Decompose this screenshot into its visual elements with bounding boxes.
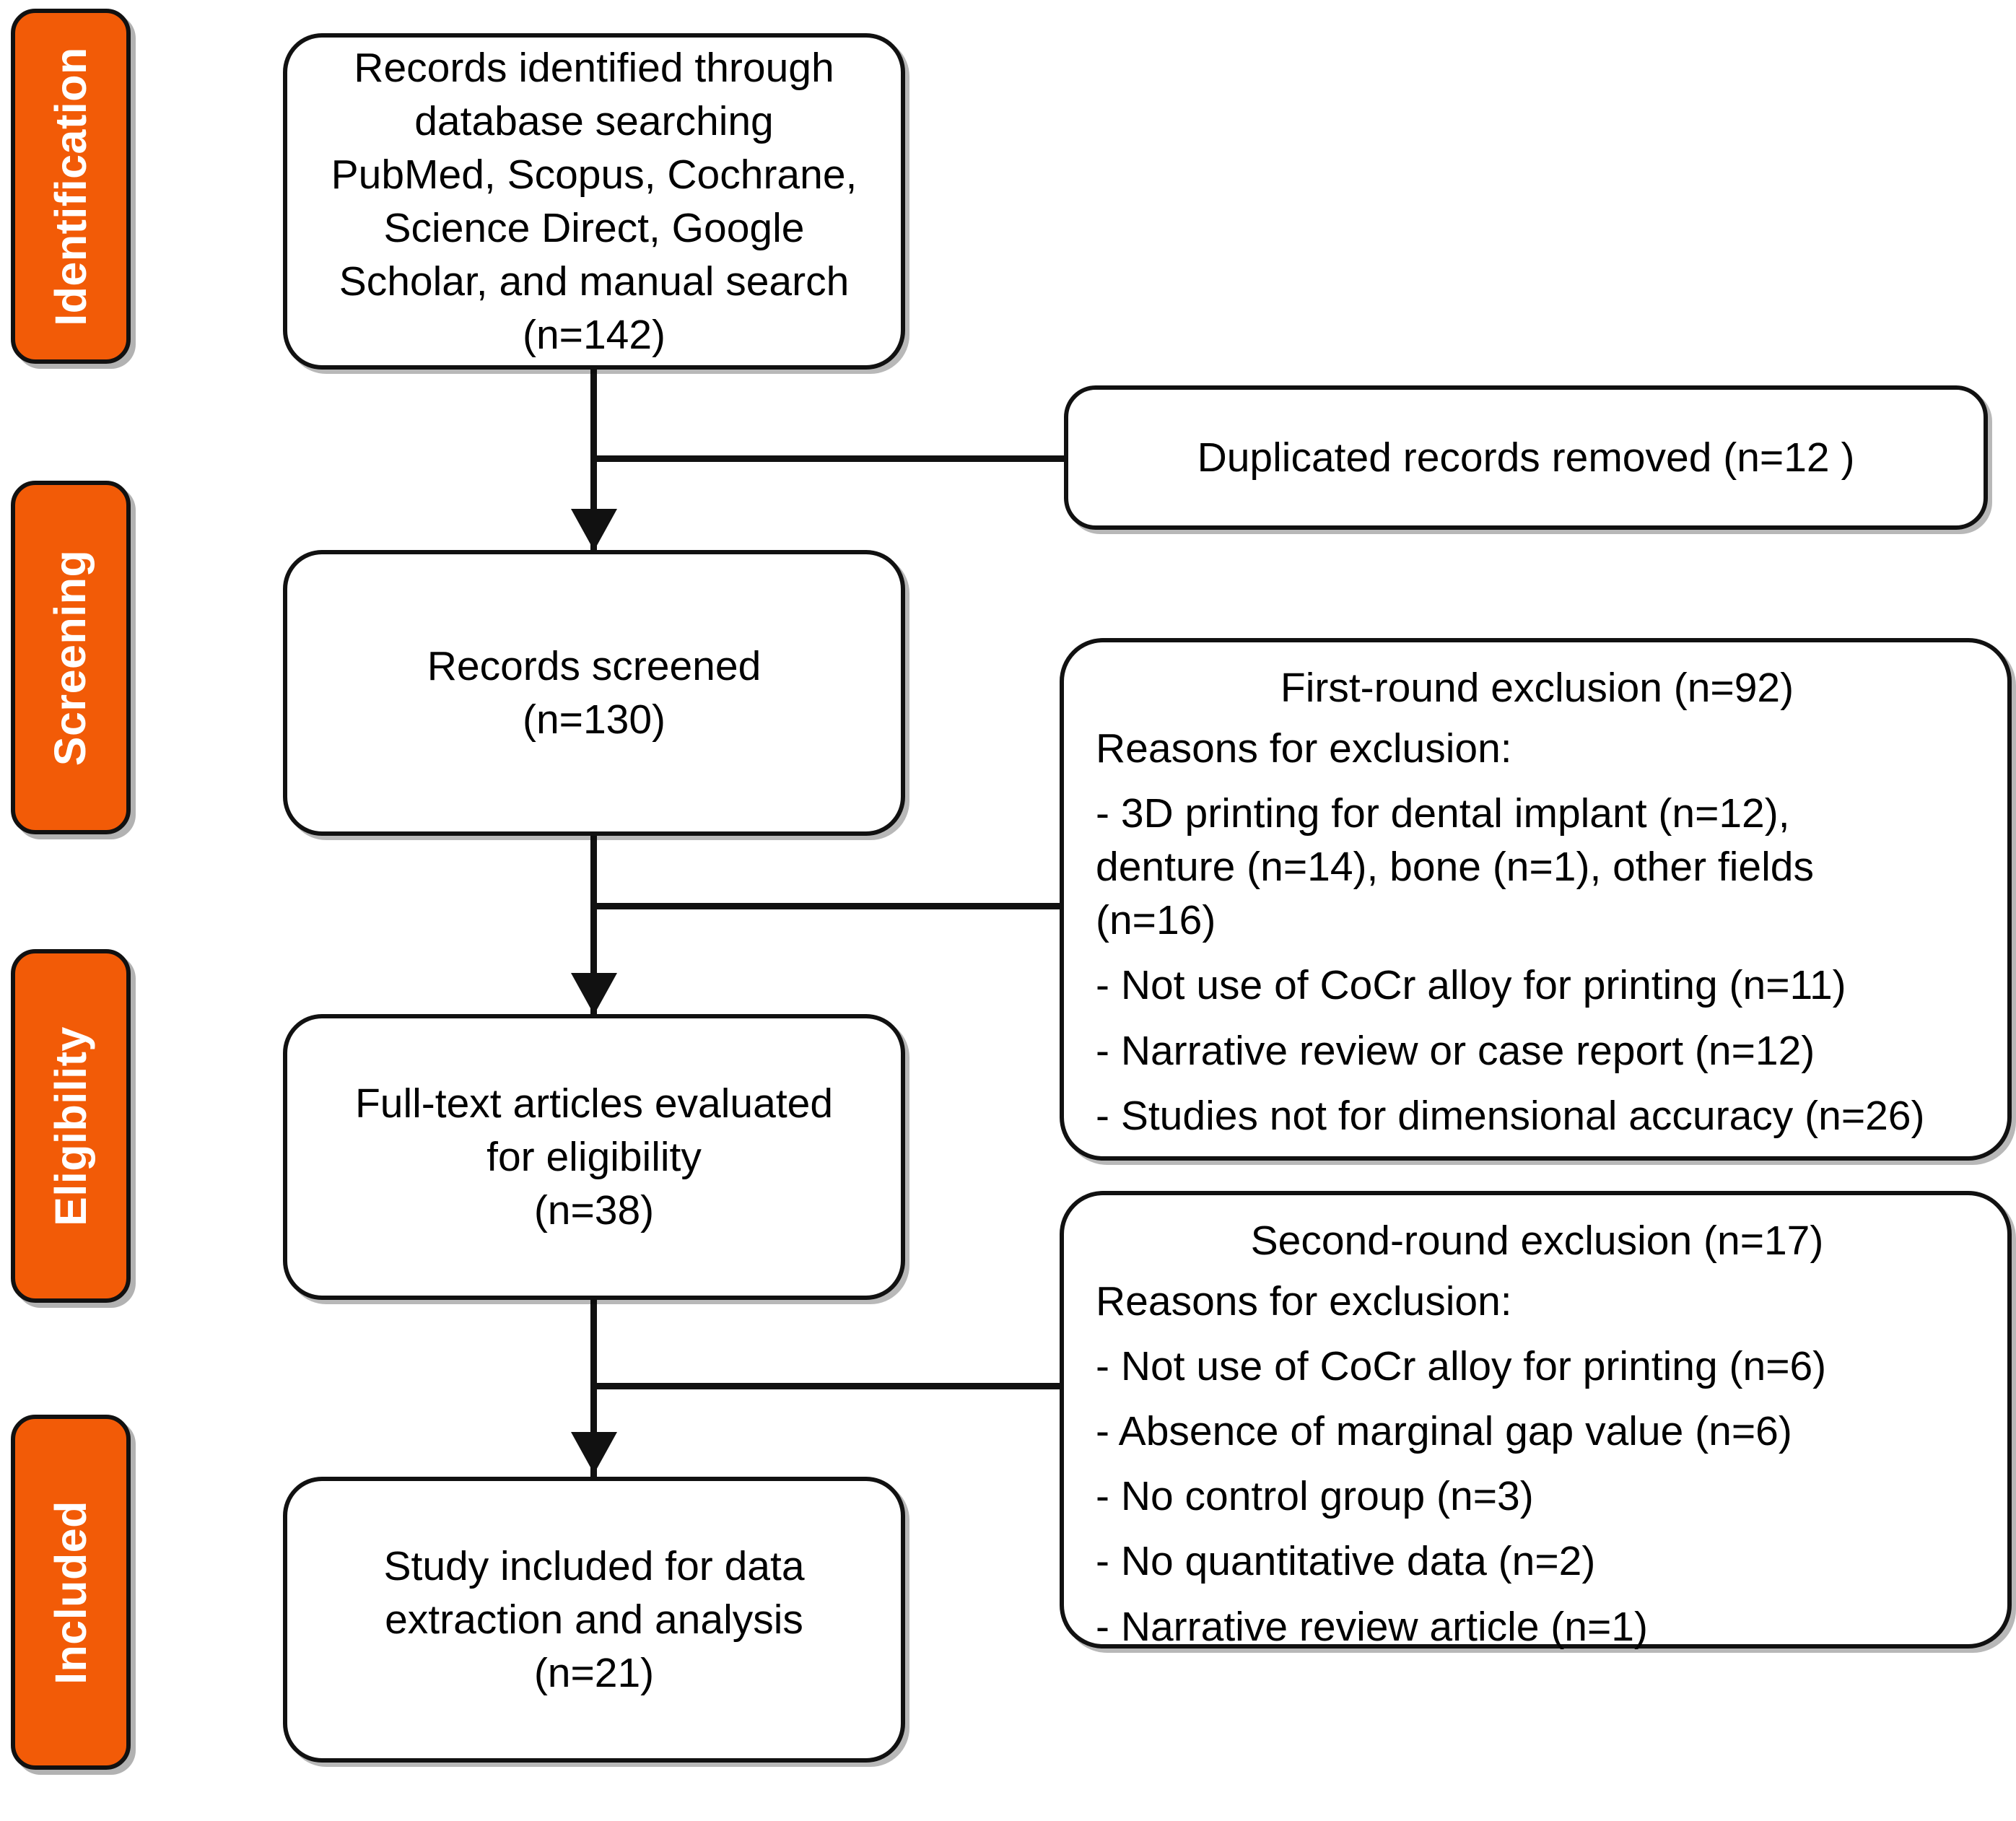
connector-fulltext-to-included bbox=[590, 1297, 597, 1514]
records-screened-count: (n=130) bbox=[522, 696, 666, 743]
fulltext-articles-line-2: for eligibility bbox=[486, 1133, 702, 1180]
fulltext-articles-count: (n=38) bbox=[533, 1187, 655, 1234]
stage-label-screening: Screening bbox=[11, 481, 131, 834]
connector-to-duplicates bbox=[590, 455, 1067, 462]
arrowhead-to-fulltext bbox=[571, 973, 617, 1015]
records-identified-line-3: PubMed, Scopus, Cochrane, bbox=[331, 151, 858, 198]
duplicated-records-text: Duplicated records removed (n=12 ) bbox=[1197, 434, 1855, 481]
first-round-subheading: Reasons for exclusion: bbox=[1096, 725, 1512, 772]
stage-label-included: Included bbox=[11, 1415, 131, 1770]
second-round-heading: Second-round exclusion (n=17) bbox=[1250, 1218, 1824, 1264]
connector-to-second-round-exclusion bbox=[590, 1383, 1067, 1389]
stage-label-identification-text: Identification bbox=[45, 46, 95, 326]
study-included-line-2: extraction and analysis bbox=[385, 1596, 803, 1643]
connector-to-first-round-exclusion bbox=[590, 903, 1067, 909]
second-round-item-4: - No quantitative data (n=2) bbox=[1096, 1538, 1596, 1585]
stage-label-screening-text: Screening bbox=[45, 549, 95, 766]
records-identified-line-4: Science Direct, Google bbox=[383, 205, 805, 251]
records-identified-line-1: Records identified through bbox=[354, 44, 834, 91]
connector-screened-to-fulltext bbox=[590, 834, 597, 1050]
stage-label-identification: Identification bbox=[11, 9, 131, 364]
stage-label-included-text: Included bbox=[45, 1500, 95, 1685]
arrowhead-to-screened bbox=[571, 509, 617, 551]
second-round-item-2: - Absence of marginal gap value (n=6) bbox=[1096, 1408, 1792, 1455]
second-round-item-1: - Not use of CoCr alloy for printing (n=… bbox=[1096, 1343, 1827, 1390]
node-duplicated-records-removed: Duplicated records removed (n=12 ) bbox=[1064, 385, 1988, 530]
second-round-subheading: Reasons for exclusion: bbox=[1096, 1278, 1512, 1325]
second-round-item-5: - Narrative review article (n=1) bbox=[1096, 1603, 1648, 1650]
stage-label-eligibility-text: Eligibility bbox=[45, 1026, 95, 1226]
study-included-count: (n=21) bbox=[533, 1650, 655, 1697]
node-fulltext-articles: Full-text articles evaluated for eligibi… bbox=[283, 1014, 905, 1300]
records-identified-count: (n=142) bbox=[522, 312, 666, 359]
arrowhead-to-included bbox=[571, 1432, 617, 1474]
node-records-screened: Records screened (n=130) bbox=[283, 550, 905, 836]
records-identified-line-2: database searching bbox=[414, 97, 774, 144]
node-records-identified: Records identified through database sear… bbox=[283, 33, 905, 370]
first-round-item-4: - Studies not for dimensional accuracy (… bbox=[1096, 1092, 1925, 1139]
records-screened-line-1: Records screened bbox=[427, 642, 762, 689]
node-first-round-exclusion: First-round exclusion (n=92) Reasons for… bbox=[1060, 638, 2012, 1161]
first-round-item-2: - Not use of CoCr alloy for printing (n=… bbox=[1096, 962, 1846, 1009]
node-study-included: Study included for data extraction and a… bbox=[283, 1477, 905, 1763]
second-round-item-3: - No control group (n=3) bbox=[1096, 1473, 1534, 1520]
records-identified-line-5: Scholar, and manual search bbox=[339, 258, 850, 305]
stage-label-eligibility: Eligibility bbox=[11, 949, 131, 1303]
fulltext-articles-line-1: Full-text articles evaluated bbox=[354, 1080, 834, 1127]
first-round-item-1: - 3D printing for dental implant (n=12),… bbox=[1096, 790, 1814, 944]
first-round-heading: First-round exclusion (n=92) bbox=[1280, 665, 1794, 711]
first-round-item-3: - Narrative review or case report (n=12) bbox=[1096, 1027, 1815, 1074]
node-second-round-exclusion: Second-round exclusion (n=17) Reasons fo… bbox=[1060, 1191, 2012, 1650]
study-included-line-1: Study included for data bbox=[383, 1542, 805, 1589]
